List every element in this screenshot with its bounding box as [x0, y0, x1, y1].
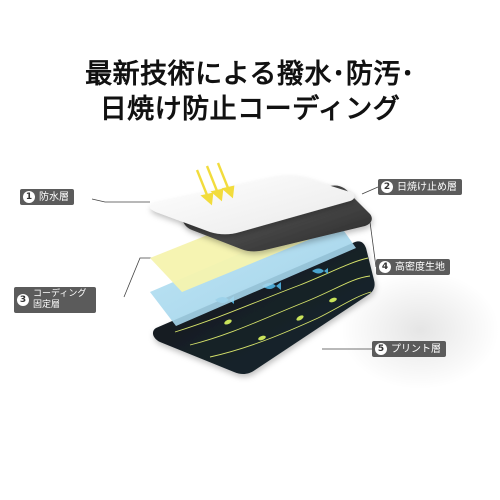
sun-ray-arrow-icon [216, 162, 235, 199]
connector-line-3 [123, 257, 152, 298]
sun-ray-arrow-icon [195, 169, 214, 206]
title-line-2: 日焼け防止コーディング [99, 94, 401, 125]
sun-ray-arrow-icon [205, 165, 224, 202]
leaf-icon [329, 297, 337, 303]
title-line-1: 最新技術による撥水･防汚･ [85, 59, 415, 90]
layer-number-4: 4 [379, 261, 391, 273]
leaf-icon [296, 315, 304, 321]
coating-fixing-layer [150, 214, 356, 326]
fish-icon [312, 268, 328, 274]
layer-label-text-1: 防水層 [39, 191, 69, 203]
connector-line-1 [91, 198, 150, 203]
layer-number-1: 1 [23, 191, 35, 203]
sun-ray-arrows [195, 162, 235, 206]
layer-label-5: 5 プリント層 [372, 341, 446, 357]
leaf-icon [258, 335, 266, 341]
layer-number-5: 5 [375, 343, 387, 355]
connector-line-4 [369, 221, 377, 268]
layer-label-text-5: プリント層 [391, 343, 441, 355]
waterproof-layer [149, 176, 355, 235]
layer-label-text-4: 高密度生地 [395, 261, 445, 273]
layer-number-2: 2 [381, 181, 393, 193]
layer-label-text-2: 日焼け止め層 [397, 181, 457, 193]
connector-line-2 [361, 186, 379, 195]
layer-label-text-3: コーディング 固定層 [33, 289, 87, 310]
layer-number-3: 3 [17, 294, 29, 306]
layer-label-2: 2 日焼け止め層 [378, 179, 462, 195]
leaf-icon [224, 319, 232, 325]
layer-label-3: 3 コーディング 固定層 [14, 287, 96, 313]
layer-label-4: 4 高密度生地 [376, 259, 450, 275]
layer-label-1: 1 防水層 [20, 189, 74, 205]
